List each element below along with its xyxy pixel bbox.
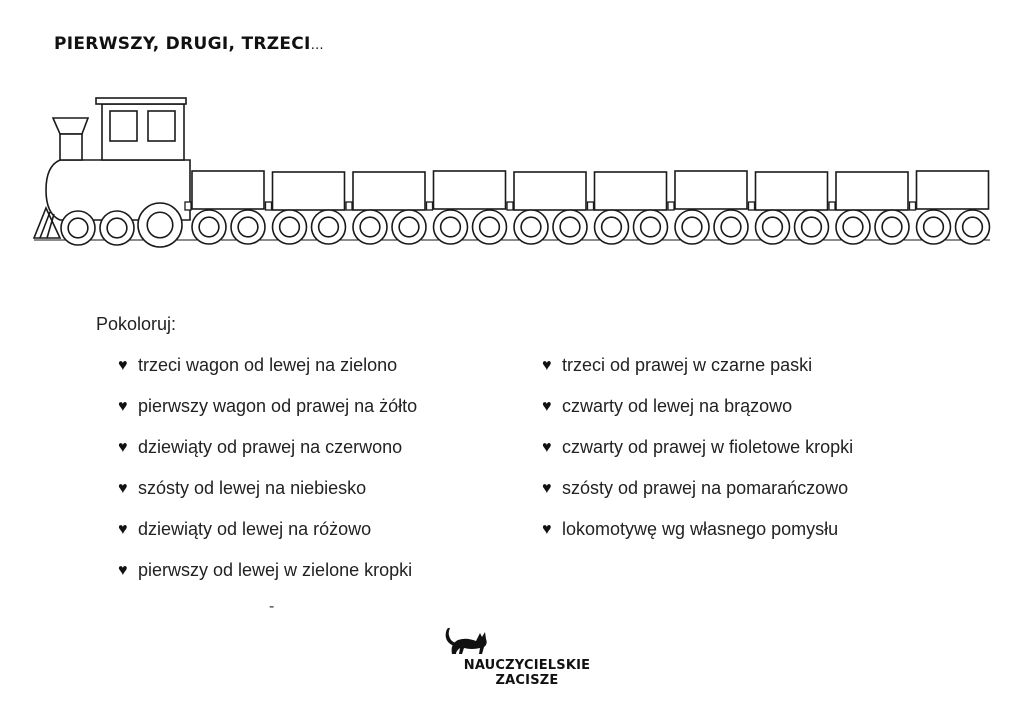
heart-icon: ♥	[118, 479, 128, 497]
publisher-logo: NAUCZYCIELSKIE ZACISZE	[432, 624, 622, 688]
wagon[interactable]	[828, 171, 910, 245]
heart-icon: ♥	[542, 520, 552, 538]
instruction-item: ♥trzeci od prawej w czarne paski	[542, 355, 813, 375]
instruction-list-right: ♥trzeci od prawej w czarne paski ♥czwart…	[542, 345, 853, 550]
train-illustration	[32, 97, 991, 248]
instruction-item: ♥trzeci wagon od lewej na zielono	[118, 355, 398, 375]
wagon[interactable]	[264, 171, 347, 245]
instruction-item: ♥czwarty od prawej w fioletowe kropki	[542, 437, 854, 457]
wheel	[835, 209, 871, 245]
heart-icon: ♥	[118, 356, 128, 374]
wheel	[513, 209, 549, 245]
wheel	[310, 209, 347, 245]
wagon[interactable]	[506, 171, 588, 245]
wheel	[674, 209, 710, 245]
heart-icon: ♥	[118, 520, 128, 538]
wagon[interactable]	[586, 171, 669, 245]
wheel	[352, 209, 388, 245]
wagon[interactable]	[667, 170, 749, 245]
heart-icon: ♥	[542, 356, 552, 374]
wheel	[632, 209, 669, 245]
instruction-item: ♥pierwszy wagon od prawej na żółto	[118, 396, 418, 416]
wagon[interactable]	[908, 170, 991, 245]
locomotive[interactable]	[32, 97, 990, 248]
wheel	[60, 210, 96, 246]
wheel	[432, 209, 469, 245]
heart-icon: ♥	[542, 397, 552, 415]
wheel	[793, 209, 830, 245]
instruction-item: ♥pierwszy od lewej w zielone kropki	[118, 560, 413, 580]
instructions-heading: Pokoloruj:	[96, 314, 177, 334]
heart-icon: ♥	[542, 438, 552, 456]
heart-icon: ♥	[118, 438, 128, 456]
wheel	[593, 209, 630, 245]
wheel	[230, 209, 266, 245]
wheel	[954, 209, 991, 245]
wheel	[874, 209, 910, 245]
instruction-item: ♥szósty od prawej na pomarańczowo	[542, 478, 849, 498]
instruction-item: ♥dziewiąty od lewej na różowo	[118, 519, 372, 539]
wheel	[191, 209, 227, 245]
publisher-name: NAUCZYCIELSKIE ZACISZE	[463, 658, 591, 688]
instruction-item: ♥czwarty od lewej na brązowo	[542, 396, 793, 416]
instruction-list-left: ♥trzeci wagon od lewej na zielono ♥pierw…	[118, 345, 417, 591]
wagon[interactable]	[747, 171, 830, 245]
wagon[interactable]	[345, 171, 427, 245]
wheel	[915, 209, 952, 245]
heart-icon: ♥	[118, 561, 128, 579]
wheel	[552, 209, 588, 245]
instruction-item: ♥lokomotywę wg własnego pomysłu	[542, 519, 839, 539]
wheel	[713, 209, 749, 245]
instruction-item: ♥dziewiąty od prawej na czerwono	[118, 437, 403, 457]
heart-icon: ♥	[118, 397, 128, 415]
cat-icon	[445, 627, 487, 654]
wheel	[471, 209, 508, 245]
wheel	[99, 210, 135, 246]
wheel	[754, 209, 791, 245]
wheel	[137, 202, 183, 248]
wheel	[391, 209, 427, 245]
heart-icon: ♥	[542, 479, 552, 497]
title-ellipsis: …	[310, 38, 324, 53]
stray-dash: -	[269, 598, 275, 615]
wagon[interactable]	[184, 170, 266, 245]
page-title: PIERWSZY, DRUGI, TRZECI…	[54, 34, 324, 54]
instruction-item: ♥szósty od lewej na niebiesko	[118, 478, 367, 498]
wagon[interactable]	[425, 170, 508, 245]
wheel	[271, 209, 308, 245]
